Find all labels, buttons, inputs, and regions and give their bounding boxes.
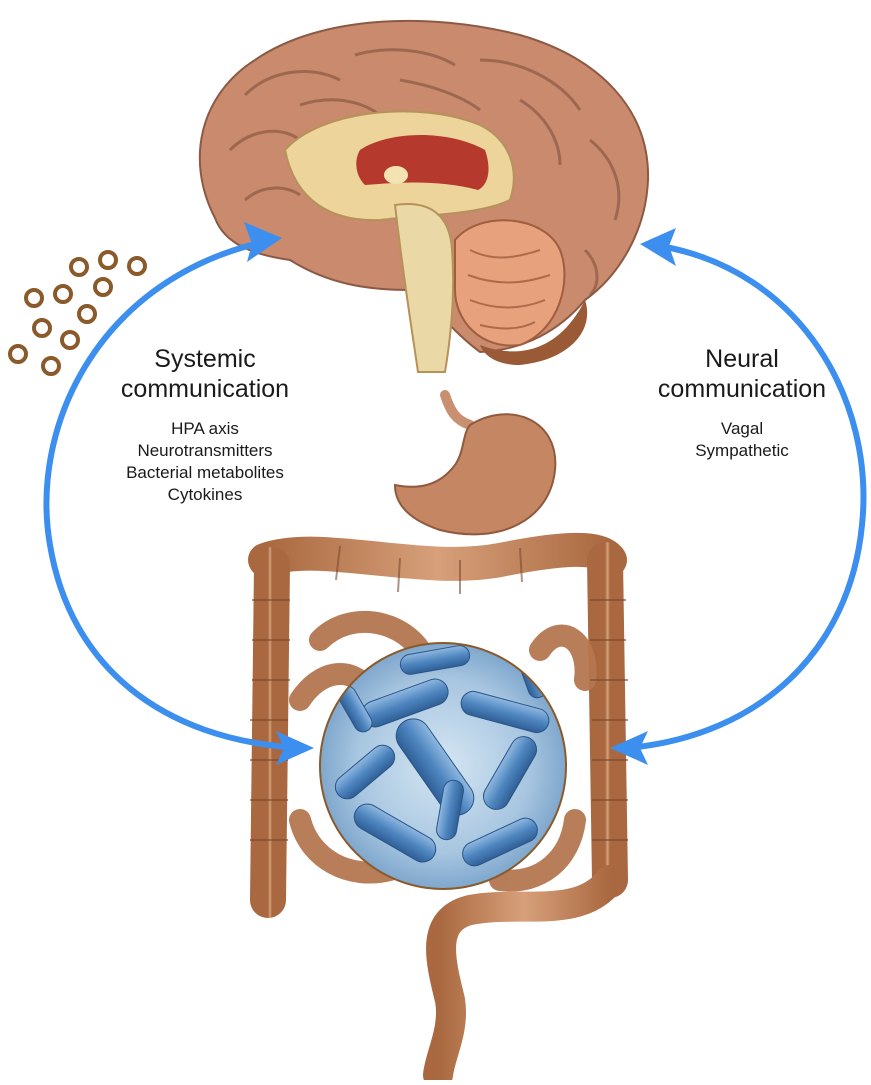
neural-title: Neural communication [628, 344, 856, 404]
neural-communication-label: Neural communication Vagal Sympathetic [628, 344, 856, 462]
systemic-title-line2: communication [60, 374, 350, 404]
systemic-items: HPA axis Neurotransmitters Bacterial met… [60, 418, 350, 506]
brain-illustration [200, 21, 648, 372]
systemic-communication-label: Systemic communication HPA axis Neurotra… [60, 344, 350, 506]
systemic-item: Cytokines [60, 484, 350, 506]
neural-title-line1: Neural [628, 344, 856, 374]
neural-arrow [628, 246, 863, 748]
systemic-item: Neurotransmitters [60, 440, 350, 462]
neural-title-line2: communication [628, 374, 856, 404]
systemic-title-line1: Systemic [60, 344, 350, 374]
neural-item: Vagal [628, 418, 856, 440]
neural-item: Sympathetic [628, 440, 856, 462]
systemic-item: HPA axis [60, 418, 350, 440]
systemic-item: Bacterial metabolites [60, 462, 350, 484]
neural-items: Vagal Sympathetic [628, 418, 856, 462]
systemic-title: Systemic communication [60, 344, 350, 404]
